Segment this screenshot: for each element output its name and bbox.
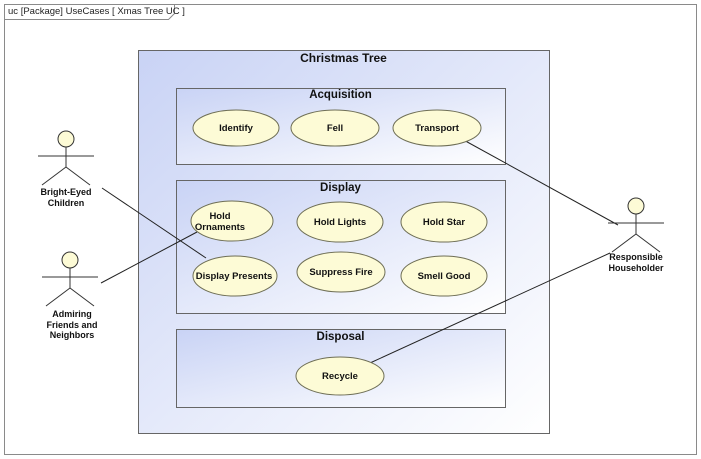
actor-head [627,197,645,215]
frame-header: uc [Package] UseCases [ Xmas Tree UC ] [4,4,191,19]
use-case-recycle[interactable]: Recycle [322,370,358,382]
actor-responsible-householder[interactable] [608,197,664,253]
actor-left-leg [611,233,637,253]
actor-right-leg [65,166,91,186]
use-case-shape-hold-lights[interactable] [296,201,384,243]
use-case-shape-fell[interactable] [290,109,380,147]
use-case-shape-display-presents[interactable] [192,255,278,297]
use-case-fell[interactable]: Fell [326,122,344,134]
outer-package-title: Christmas Tree [300,51,387,65]
actor-right-leg [635,233,661,253]
actor-label-bright-eyed-children: Bright-Eyed Children [40,187,92,208]
frame-package: UseCases [65,6,110,17]
use-case-identify[interactable]: Identify [219,122,253,134]
actor-head [57,130,75,148]
frame-kind: uc [8,6,19,17]
subsystem-title-acquisition: Acquisition [309,89,372,101]
association-bright-eyed-children-display-presents [101,187,207,259]
use-case-hold-lights[interactable]: Hold Lights [313,216,367,228]
use-case-suppress-fire[interactable]: Suppress Fire [309,266,373,278]
actor-head [61,251,79,269]
use-case-shape-smell-good[interactable] [400,255,488,297]
actor-bright-eyed-children[interactable] [38,130,94,186]
actor-admiring-friends-and-neighbors[interactable] [42,251,98,307]
use-case-shape-hold-ornaments[interactable] [190,200,274,242]
use-case-hold-star[interactable]: Hold Star [422,216,466,228]
use-case-display-presents[interactable]: Display Presents [195,270,273,282]
use-case-shape-identify[interactable] [192,109,280,147]
actor-label-admiring-friends: Admiring Friends and Neighbors [46,309,98,340]
actor-right-leg [69,287,95,307]
actor-left-leg [41,166,67,186]
use-case-shape-transport[interactable] [392,109,482,147]
actor-label-responsible-householder: Responsible Householder [608,252,664,273]
use-case-shape-hold-star[interactable] [400,201,488,243]
actor-left-leg [45,287,71,307]
subsystem-title-display: Display [320,182,361,194]
use-case-shape-suppress-fire[interactable] [296,251,386,293]
frame-tab-border [4,4,175,20]
use-case-hold-ornaments[interactable]: Hold Ornaments [194,211,246,233]
frame-diagram-name: [ Xmas Tree UC ] [112,6,185,17]
association-responsible-householder-recycle [369,252,611,364]
use-case-transport[interactable]: Transport [415,122,459,134]
use-case-shape-recycle[interactable] [295,356,385,396]
use-case-smell-good[interactable]: Smell Good [417,270,471,282]
association-responsible-householder-transport [459,137,619,226]
frame-stereotype: [Package] [20,6,63,17]
subsystem-title-disposal: Disposal [316,331,365,343]
association-admiring-friends-and-neighbors-hold-ornaments [100,231,198,284]
